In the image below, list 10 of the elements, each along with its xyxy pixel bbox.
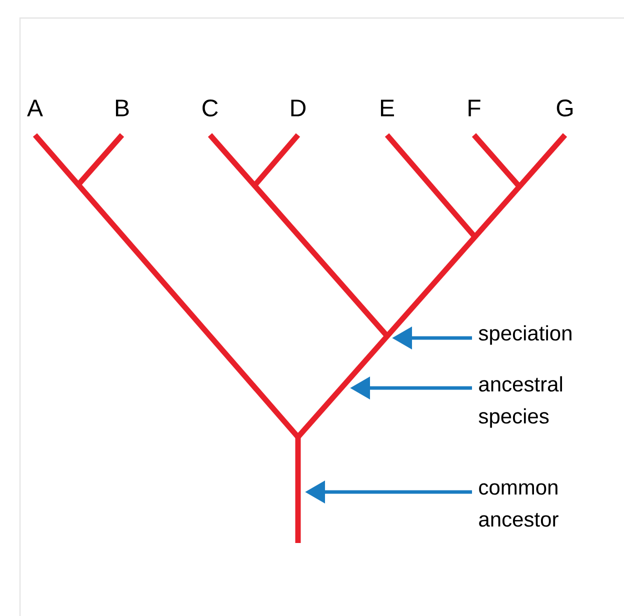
annotation-label: ancestral species	[478, 376, 562, 428]
leaf-label: A	[27, 100, 43, 116]
leaf-label: C	[202, 100, 218, 116]
annotation-label: speciation	[478, 325, 572, 345]
leaf-label: E	[380, 100, 394, 116]
annotation-label: common ancestor	[479, 483, 558, 527]
leaf-label: B	[116, 100, 129, 116]
leaf-label: D	[291, 100, 306, 116]
leaf-label: F	[468, 100, 480, 116]
leaf-label: G	[556, 100, 573, 116]
